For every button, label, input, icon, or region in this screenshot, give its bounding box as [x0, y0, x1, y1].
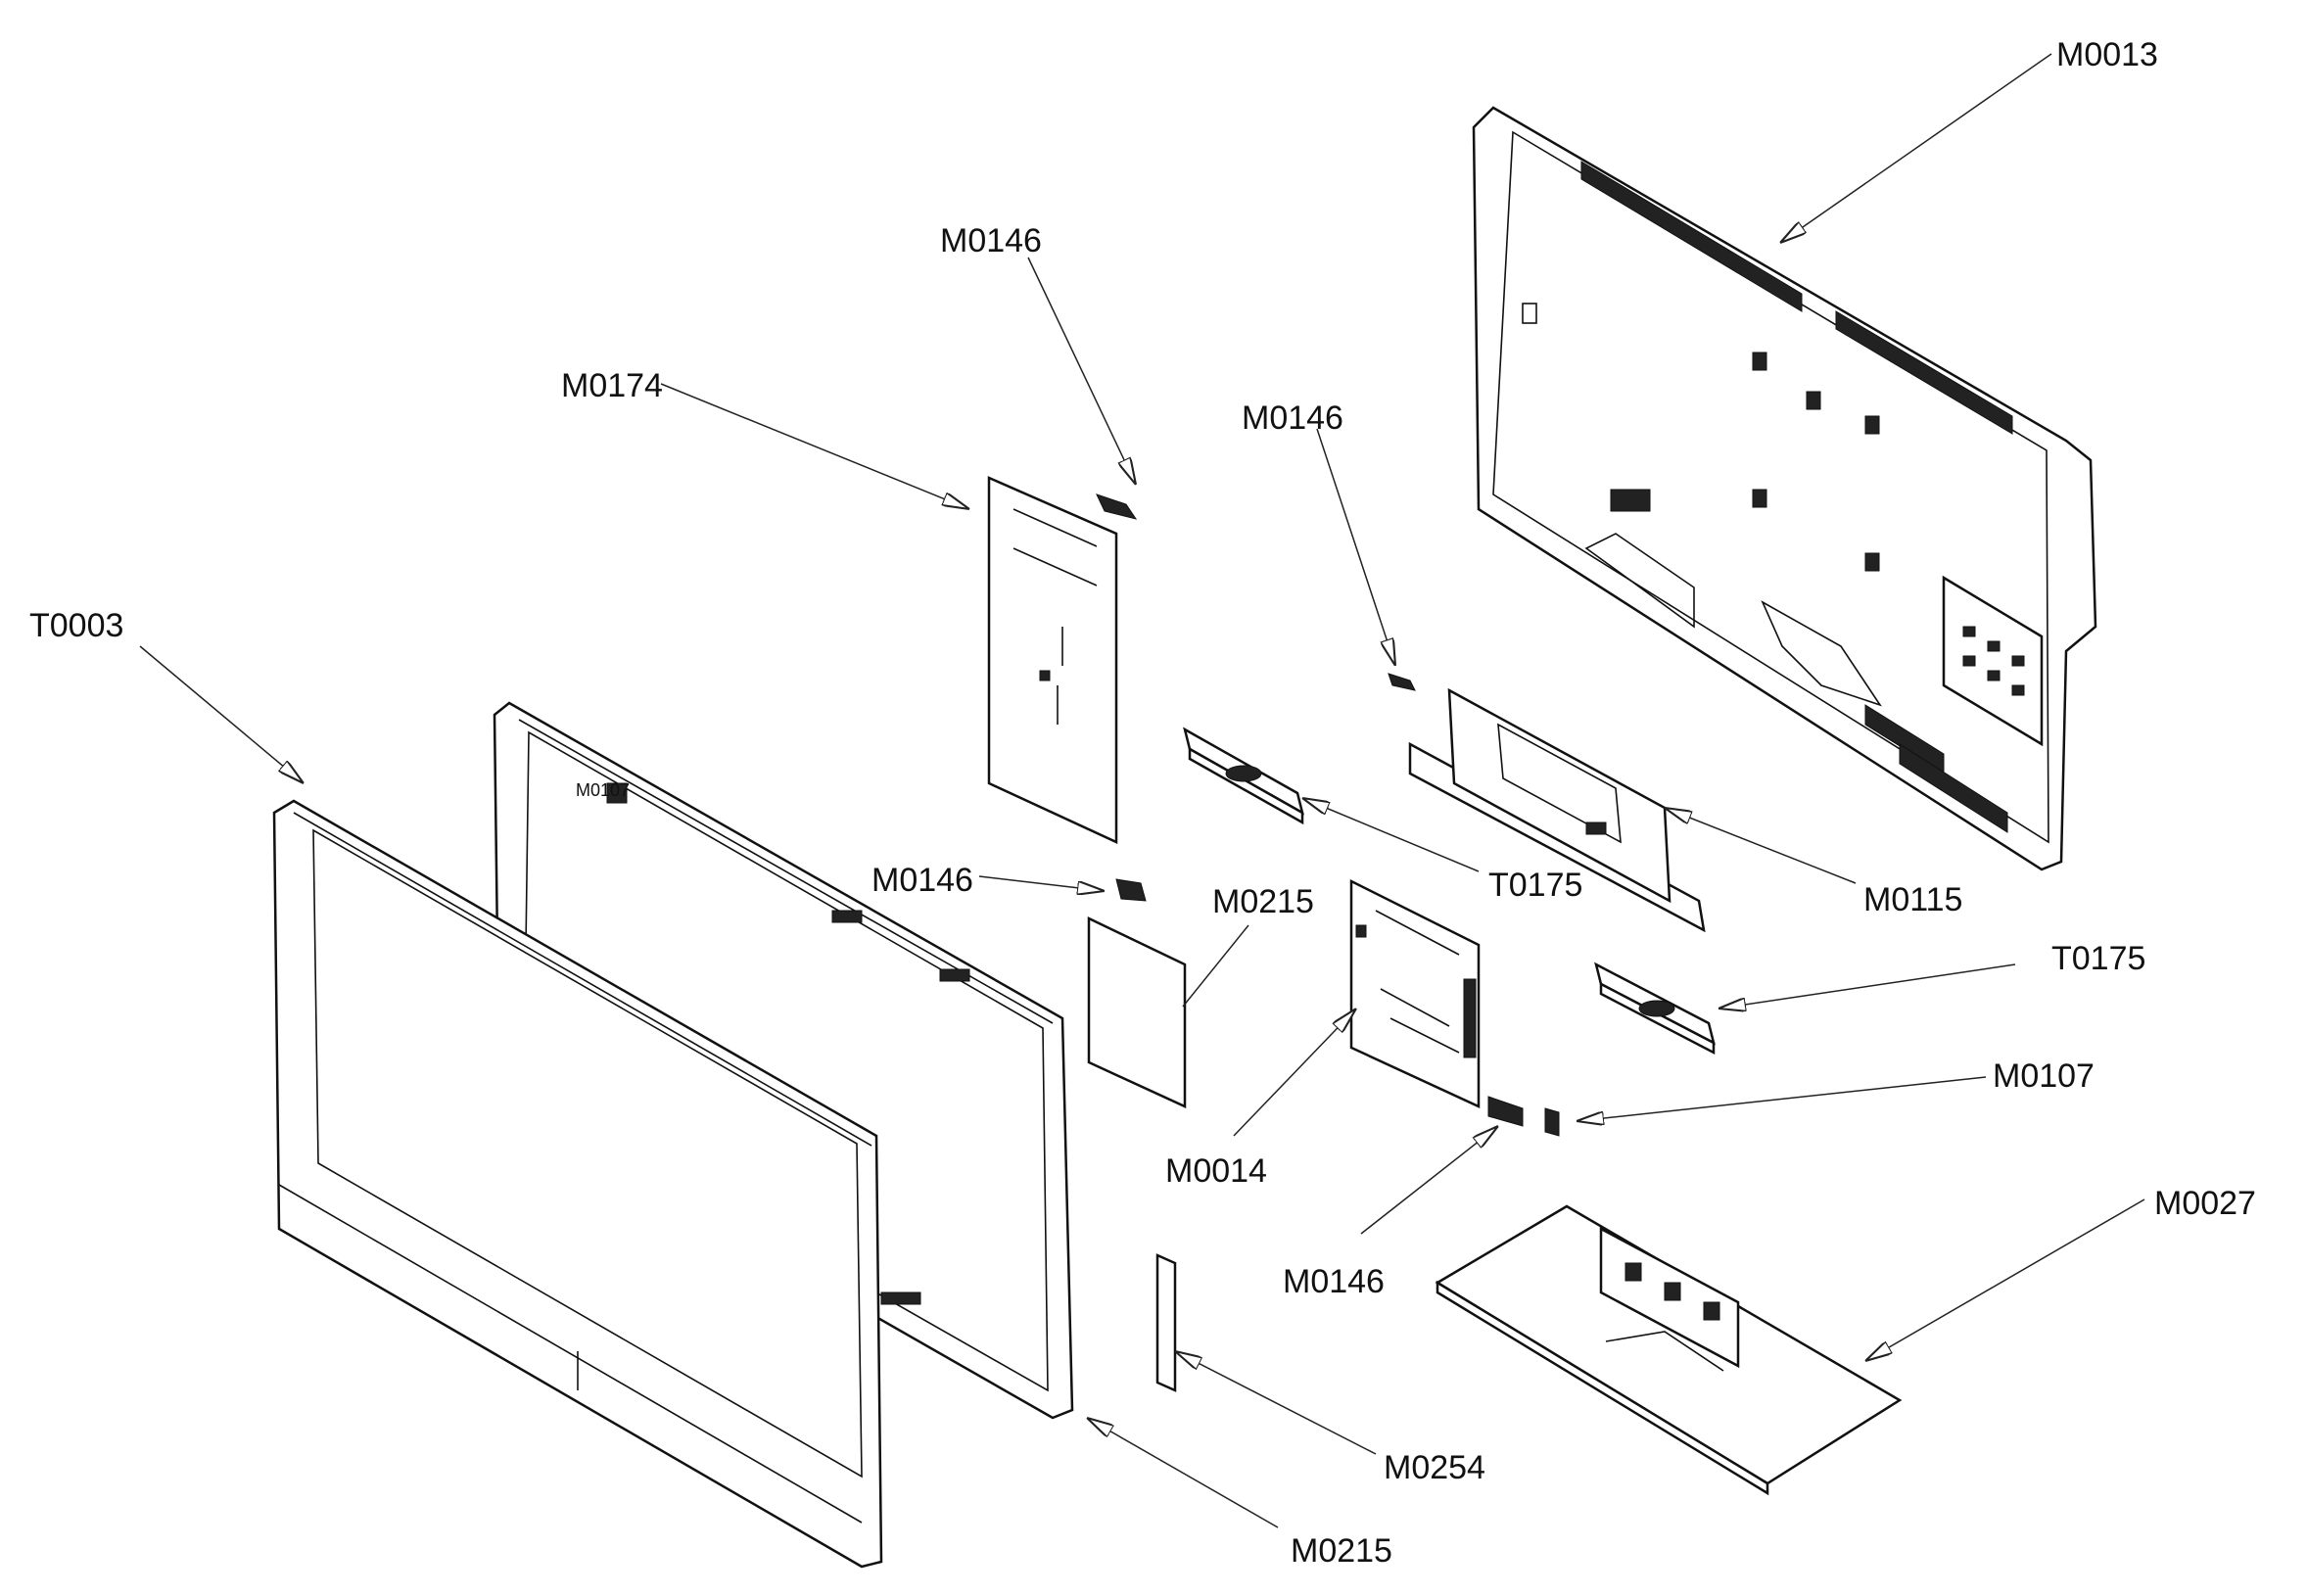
- label-m0146-bottom: M0146: [1283, 1263, 1385, 1300]
- stand-base-part: [1435, 1204, 1903, 1496]
- leader-lines: [139, 53, 2145, 1528]
- label-m0014: M0014: [1165, 1152, 1267, 1190]
- label-m0174: M0174: [561, 367, 663, 404]
- key-board-part: [1155, 1253, 1177, 1392]
- label-t0175-lower: T0175: [2051, 940, 2145, 977]
- label-t0003: T0003: [29, 607, 123, 644]
- label-m0013: M0013: [2056, 36, 2158, 73]
- speaker-part-upper: [1183, 727, 1304, 825]
- label-m0107: M0107: [1993, 1057, 2095, 1095]
- label-m0146-mid: M0146: [1242, 399, 1343, 437]
- connector-part: [1487, 1096, 1560, 1137]
- speaker-part-lower: [1594, 962, 1716, 1056]
- label-m0115: M0115: [1863, 881, 1962, 918]
- lcd-frame-part: [493, 701, 1074, 1420]
- label-m0215-lower: M0215: [1291, 1532, 1392, 1570]
- main-board-part: [1349, 878, 1481, 1108]
- label-m0027: M0027: [2154, 1185, 2256, 1222]
- insulation-sheet-part: [1087, 916, 1187, 1108]
- frame-small-label: M0107: [576, 780, 630, 800]
- label-t0175-upper: T0175: [1488, 867, 1582, 904]
- clip-part-top: [1096, 493, 1138, 520]
- label-m0254: M0254: [1384, 1449, 1485, 1486]
- bracket-part-mid: [1115, 878, 1147, 902]
- label-m0146-top: M0146: [940, 222, 1042, 259]
- shield-plate-part: [987, 476, 1118, 844]
- label-m0215-upper: M0215: [1212, 883, 1314, 920]
- rear-cabinet-part: [1472, 106, 2097, 871]
- stand-bracket-part: [1408, 687, 1706, 933]
- clip-part-upper: [1388, 673, 1416, 691]
- front-bezel-part: [272, 799, 883, 1569]
- label-m0146-lower: M0146: [871, 862, 973, 899]
